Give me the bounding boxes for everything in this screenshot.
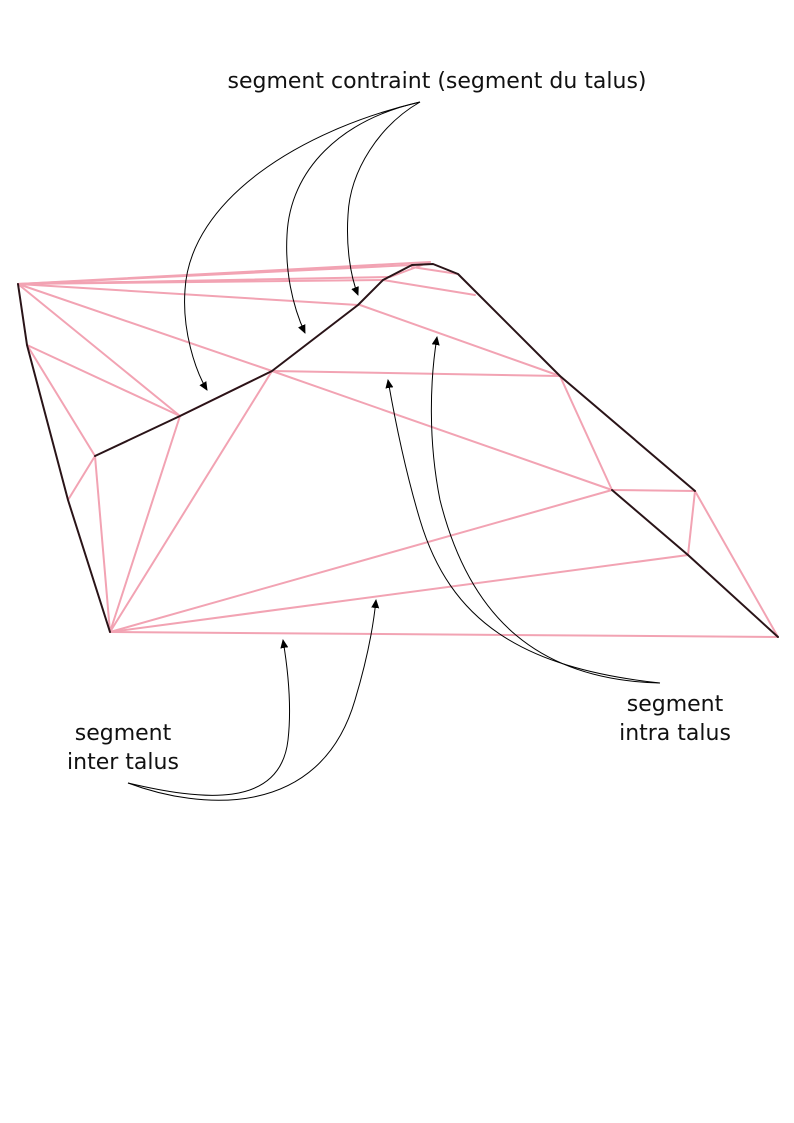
triangulation-edge: [411, 266, 459, 275]
triangulation-edge: [109, 489, 613, 633]
triangulation-edge: [17, 279, 384, 285]
label-inter-line1: segment: [75, 721, 172, 746]
triangulation-edge: [26, 344, 96, 457]
triangulation-edge: [359, 304, 561, 377]
triangulation-edge: [271, 370, 613, 491]
triangulation-edges: [17, 261, 779, 638]
label-contraint: segment contraint (segment du talus): [228, 69, 647, 94]
triangulation-edge: [687, 490, 696, 556]
talus-segments: [17, 263, 779, 638]
triangulation-edge: [17, 283, 273, 372]
talus-segment-1: [17, 283, 111, 633]
triangulation-edge: [109, 415, 181, 633]
triangulation-edge: [109, 631, 779, 638]
talus-segment-3: [611, 489, 779, 638]
triangulation-edge: [67, 455, 96, 501]
label-inter-line2: inter talus: [67, 750, 179, 775]
triangulation-edge: [382, 279, 476, 296]
arrow-inter-1: [127, 639, 291, 796]
triangulation-edge: [17, 283, 181, 417]
arrow-contraint-3: [347, 101, 421, 296]
triangulation-edge: [559, 375, 613, 491]
arrow-contraint-1: [184, 101, 421, 391]
arrow-intra-1: [430, 336, 661, 684]
label-intra-line1: segment: [627, 692, 724, 717]
triangulation-edge: [694, 490, 779, 638]
triangulation-edge: [271, 370, 561, 377]
triangulation-edge: [26, 344, 181, 417]
arrow-contraint-2: [286, 101, 421, 334]
triangulation-edge: [17, 283, 359, 306]
triangulation-edge: [94, 455, 111, 633]
talus-segment-2: [94, 263, 696, 492]
triangulation-edge: [109, 370, 273, 633]
label-intra-line2: intra talus: [619, 721, 731, 746]
triangulation-edge: [611, 489, 696, 492]
arrow-inter-2: [127, 599, 380, 801]
triangulation-edge: [109, 554, 689, 633]
arrow-intra-2: [385, 379, 661, 684]
annotation-arrows: [127, 101, 661, 801]
triangulation-edge: [17, 264, 413, 285]
